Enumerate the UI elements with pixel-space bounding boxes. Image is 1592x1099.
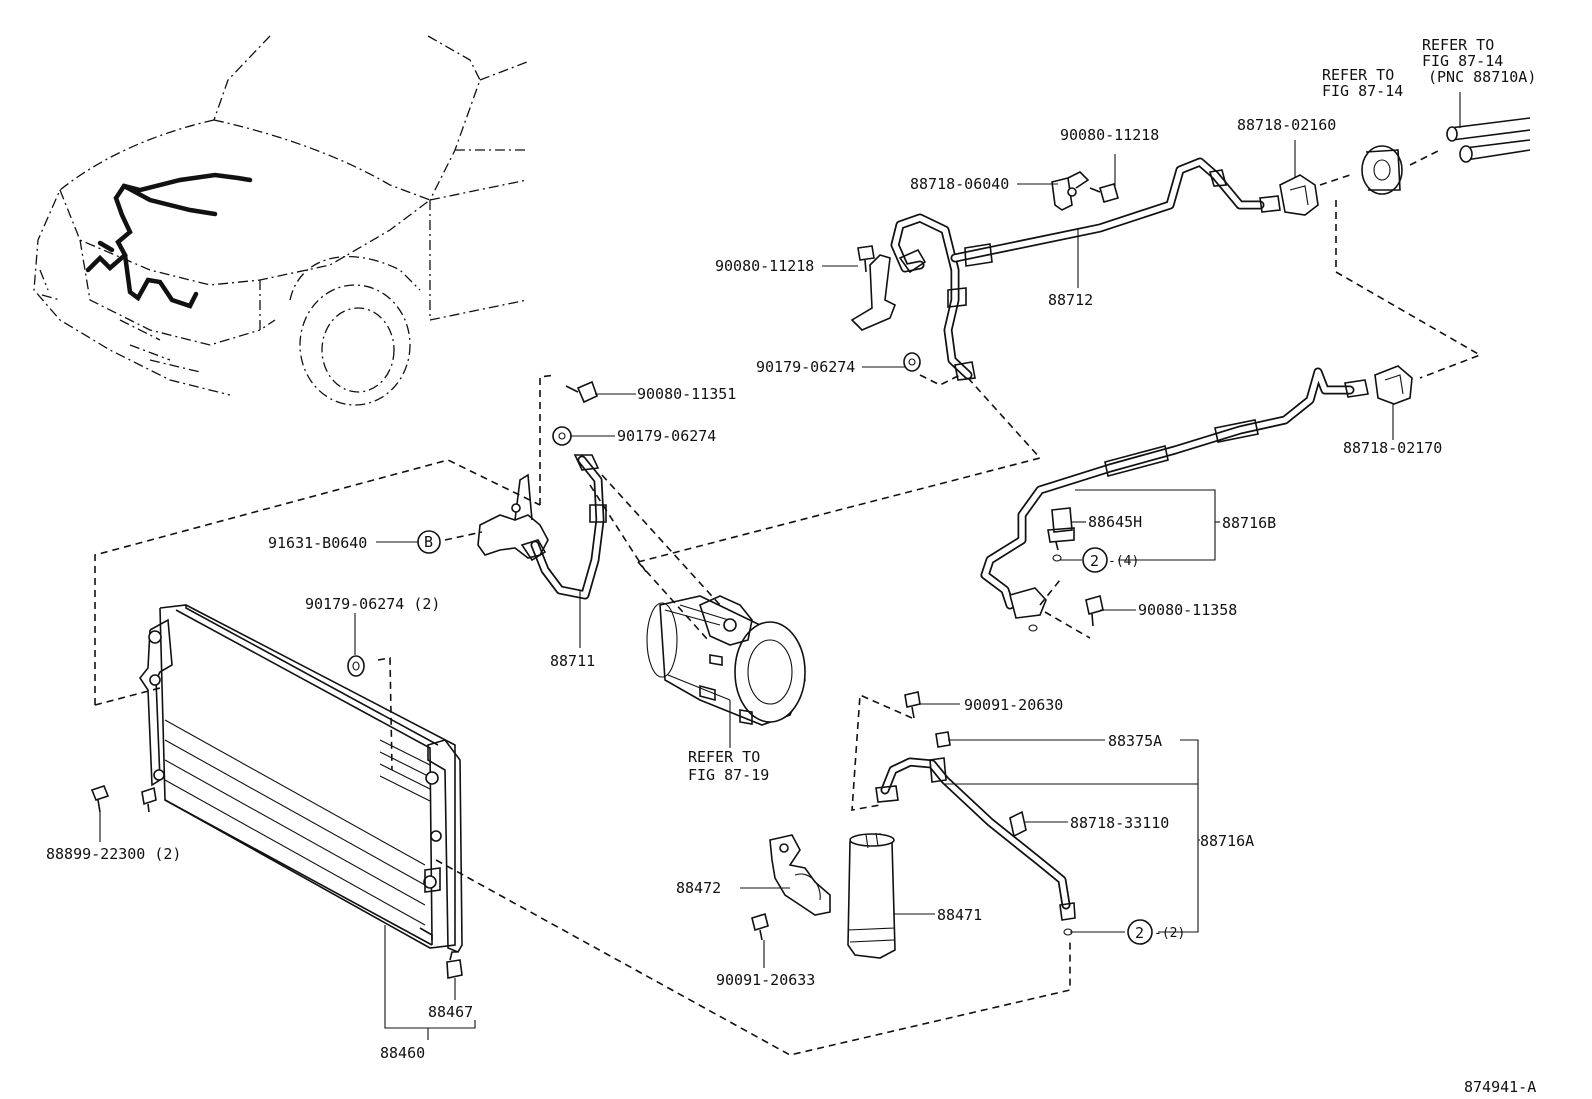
bolt-90091-20630-icon (904, 691, 921, 719)
marker-b-text: B (424, 533, 433, 551)
label-90179-06274-2: 90179-06274 (2) (305, 595, 440, 613)
label-90080-11351: 90080-11351 (637, 385, 736, 403)
label-90091-20633: 90091-20633 (716, 971, 815, 989)
pipe-ends-88710a-icon (1446, 117, 1531, 163)
marker-num2-a-text: 2 (1090, 552, 1099, 570)
marker-num2-b: 2 (1127, 919, 1153, 945)
cushion-88467-icon (446, 951, 463, 979)
grommet-90179-06274-a-icon (903, 352, 921, 372)
grommet-90179-06274-b-icon (552, 426, 572, 446)
vehicle-outline-illustration (33, 35, 528, 406)
label-refer-fig-87-14-b-line3: (PNC 88710A) (1428, 68, 1536, 86)
label-88711: 88711 (550, 652, 595, 670)
label-90179-06274-a: 90179-06274 (756, 358, 855, 376)
leader-lines (99, 92, 1461, 1040)
liquid-tube-88716a (875, 757, 1076, 936)
label-refer-fig-87-14-a-line1: REFER TO (1322, 66, 1394, 84)
bolt-88899-22300-icon (90, 785, 110, 813)
liquid-tube-88716b (980, 367, 1369, 619)
discharge-hose-88711 (477, 454, 607, 600)
label-qty-2: -(2) (1154, 926, 1185, 941)
bolt-90080-11351-icon (565, 380, 598, 404)
label-refer-fig-87-14-b-line1: REFER TO (1422, 36, 1494, 54)
label-88718-33110: 88718-33110 (1070, 814, 1169, 832)
grommet-90179-06274-icon (347, 655, 365, 677)
figure-id: 874941-A (1464, 1078, 1536, 1096)
label-88718-06040: 88718-06040 (910, 175, 1009, 193)
label-88716a: 88716A (1200, 832, 1254, 850)
marker-b-circle: B (417, 530, 441, 554)
label-88472: 88472 (676, 879, 721, 897)
pressure-switch-88645h-icon (1047, 507, 1075, 562)
label-88899-22300: 88899-22300 (2) (46, 845, 181, 863)
marker-num2-b-text: 2 (1135, 924, 1144, 942)
label-88645h: 88645H (1088, 513, 1142, 531)
marker-num2-a: 2 (1082, 547, 1108, 573)
fitting-ref-87-14-icon (1361, 145, 1403, 195)
label-88460: 88460 (380, 1044, 425, 1062)
bolt-90080-11218-left-icon (857, 245, 875, 273)
label-88471: 88471 (937, 906, 982, 924)
bolt-90080-11358-icon (1085, 594, 1104, 627)
clamp-88718-06040-icon (1051, 171, 1090, 211)
label-90080-11218-top: 90080-11218 (1060, 126, 1159, 144)
bracket-88472 (769, 834, 831, 916)
bolt-90091-20633-icon (751, 912, 769, 941)
clip-88375a-icon (935, 731, 951, 748)
label-qty-4: -(4) (1108, 554, 1139, 569)
label-88718-02160: 88718-02160 (1237, 116, 1336, 134)
label-refer-fig-87-19-line2: FIG 87-19 (688, 766, 769, 784)
connector-88718-02160-icon (1259, 174, 1319, 216)
compressor (646, 595, 806, 726)
label-refer-fig-87-19-line1: REFER TO (688, 748, 760, 766)
label-88718-02170: 88718-02170 (1343, 439, 1442, 457)
label-88375a: 88375A (1108, 732, 1162, 750)
bolt-condenser-left-icon (141, 786, 157, 813)
connector-88718-02170-icon (1374, 365, 1413, 405)
label-90179-06274-b: 90179-06274 (617, 427, 716, 445)
label-88716b: 88716B (1222, 514, 1276, 532)
label-90091-20630: 90091-20630 (964, 696, 1063, 714)
label-91631-b0640: 91631-B0640 (268, 534, 367, 552)
suction-hose-88712 (850, 157, 1265, 381)
condenser-assembly (139, 604, 463, 954)
label-refer-fig-87-14-b-line2: FIG 87-14 (1422, 52, 1503, 70)
receiver-dryer-88471 (847, 832, 896, 959)
label-refer-fig-87-14-a-line2: FIG 87-14 (1322, 82, 1403, 100)
label-90080-11358: 90080-11358 (1138, 601, 1237, 619)
label-88467: 88467 (428, 1003, 473, 1021)
bolt-90080-11218-top-icon (1089, 183, 1119, 203)
clamp-88718-33110-icon (1009, 810, 1027, 838)
label-90080-11218-left: 90080-11218 (715, 257, 814, 275)
label-88712: 88712 (1048, 291, 1093, 309)
